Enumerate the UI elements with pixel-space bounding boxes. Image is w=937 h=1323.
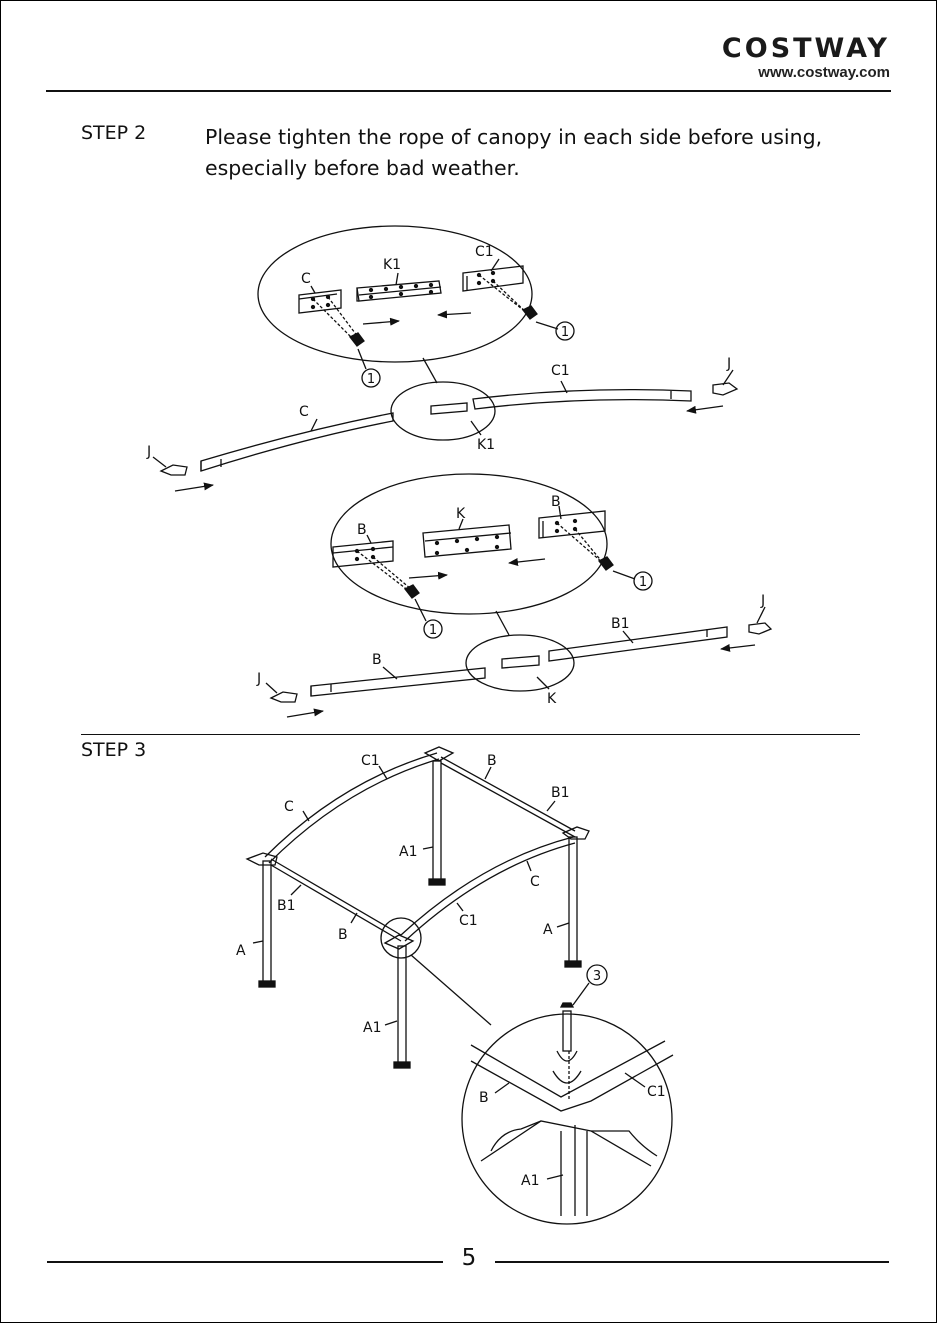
label-j: J <box>760 593 765 609</box>
label-a: A <box>543 922 553 938</box>
label-k1: K1 <box>477 437 495 453</box>
page-number: 5 <box>453 1245 485 1271</box>
label-j: J <box>726 356 731 372</box>
footer-divider-right <box>495 1261 889 1263</box>
detail-corner-joint <box>471 1003 673 1216</box>
label-c: C <box>301 271 311 287</box>
label-b: B <box>551 494 561 510</box>
label-b: B <box>487 753 497 769</box>
label-c1: C1 <box>459 913 478 929</box>
label-b1: B1 <box>611 616 630 632</box>
detail-part-k <box>423 525 511 557</box>
callout-1: 1 <box>639 575 647 590</box>
label-b: B <box>338 927 348 943</box>
zoom-circle <box>381 918 421 958</box>
detail-part-k1 <box>357 281 441 301</box>
step3-gazebo-frame <box>247 747 673 1224</box>
beam-b1-front-left <box>271 859 401 935</box>
part-labels: C K1 C1 1 1 C1 J C K1 J B K B 1 1 J B1 B… <box>146 244 765 1189</box>
post-a-left <box>259 861 275 987</box>
zoom-ellipse-k1 <box>391 382 495 440</box>
direction-arrow <box>363 321 399 324</box>
label-c: C <box>299 404 309 420</box>
step2-straight-beam-assembly <box>266 474 771 717</box>
label-c: C <box>530 874 540 890</box>
post-a-right <box>565 837 581 967</box>
detail-part-b-left <box>333 541 419 598</box>
label-c1: C1 <box>551 363 570 379</box>
detail-part-c <box>299 290 364 346</box>
callout-3: 3 <box>593 969 601 984</box>
label-j: J <box>146 444 151 460</box>
detail-ellipse-k <box>331 474 607 614</box>
callout-1: 1 <box>429 623 437 638</box>
label-c: C <box>284 799 294 815</box>
post-a1-front <box>394 946 410 1068</box>
callout-1: 1 <box>367 372 375 387</box>
label-a1: A1 <box>399 844 417 860</box>
label-a1: A1 <box>363 1020 381 1036</box>
label-k: K <box>456 506 466 522</box>
label-k: K <box>547 691 557 707</box>
direction-arrow <box>438 313 471 315</box>
label-b: B <box>479 1090 489 1106</box>
label-b: B <box>357 522 367 538</box>
label-a1: A1 <box>521 1173 539 1189</box>
zoom-ellipse-k <box>466 635 574 691</box>
callout-1: 1 <box>561 325 569 340</box>
step2-arch-beam-assembly <box>153 226 737 491</box>
label-b: B <box>372 652 382 668</box>
label-a: A <box>236 943 246 959</box>
label-c1: C1 <box>647 1084 666 1100</box>
footer-divider-left <box>47 1261 443 1263</box>
label-k1: K1 <box>383 257 401 273</box>
leader-line <box>423 358 437 383</box>
post-a1-back <box>429 761 445 885</box>
label-b1: B1 <box>277 898 296 914</box>
detail-part-b-right <box>539 511 613 570</box>
label-c1: C1 <box>361 753 380 769</box>
detail-circle-corner <box>462 1014 672 1224</box>
label-c1: C1 <box>475 244 494 260</box>
label-j: J <box>256 671 261 687</box>
label-b1: B1 <box>551 785 570 801</box>
